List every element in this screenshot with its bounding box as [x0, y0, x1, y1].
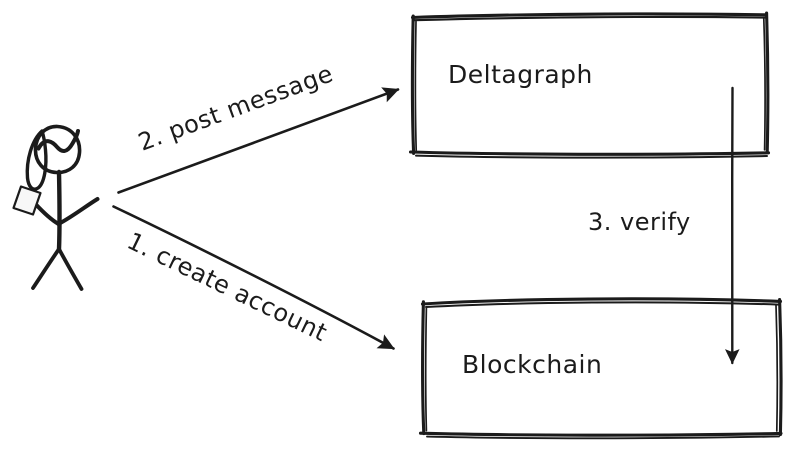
arrow-post-message[interactable]: [117, 87, 400, 194]
actor-stick-figure[interactable]: [12, 124, 100, 291]
deltagraph-box[interactable]: [408, 11, 771, 159]
arrow-create-account[interactable]: [112, 205, 395, 350]
blockchain-label: Blockchain: [462, 350, 603, 379]
deltagraph-label: Deltagraph: [448, 60, 593, 89]
edge-label-verify: 3. verify: [588, 208, 691, 236]
